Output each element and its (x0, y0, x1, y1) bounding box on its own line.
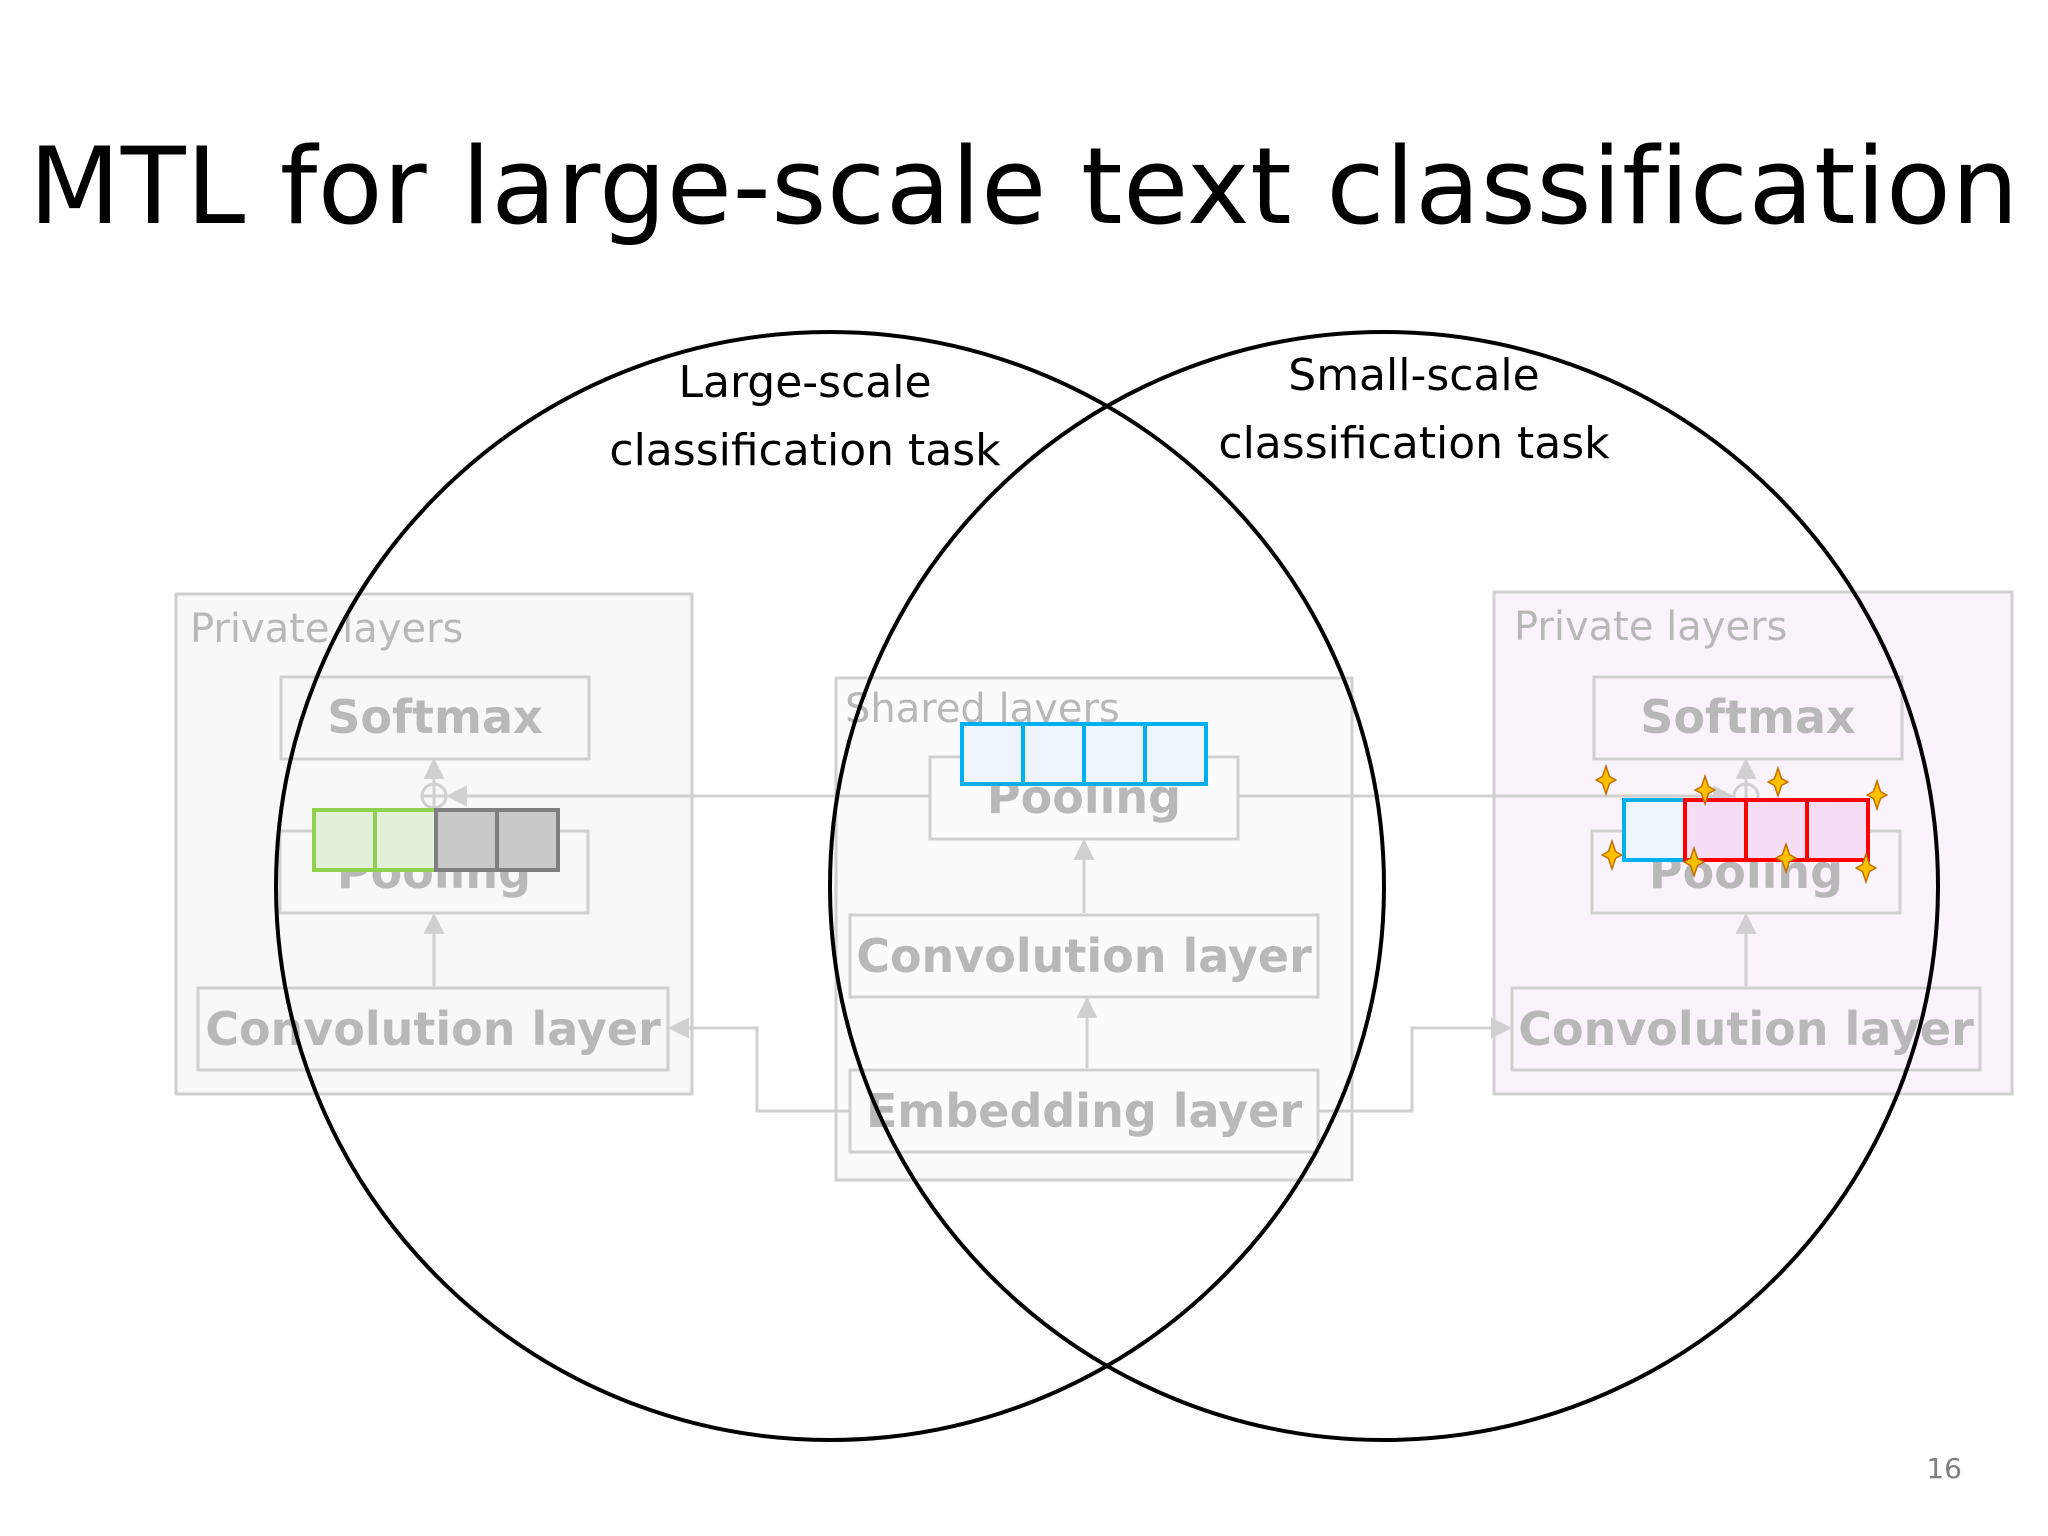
left-feature-vector (312, 808, 560, 872)
large-scale-task-line2: classification task (609, 425, 1001, 476)
vector-cell (495, 808, 560, 872)
sparkle-icon (1693, 773, 1717, 807)
vector-cell (960, 722, 1025, 786)
sparkle-icon (1594, 763, 1618, 797)
right-softmax-label: Softmax (1640, 690, 1855, 744)
sparkle-group (1594, 763, 1889, 885)
vector-cell (1021, 722, 1086, 786)
right-group-label: Private layers (1514, 604, 1787, 650)
left-convolution-label: Convolution layer (205, 1002, 661, 1056)
vector-cell (1744, 798, 1809, 862)
sparkle-icon (1865, 778, 1889, 812)
embedding-to-left-conv-connector (667, 1017, 850, 1113)
vector-cell (1622, 798, 1687, 862)
shared-embedding-label: Embedding layer (866, 1084, 1302, 1138)
vector-cell (312, 808, 377, 872)
vector-cell (1143, 722, 1208, 786)
large-scale-task-line1: Large-scale (678, 357, 932, 408)
page-number: 16 (1926, 1452, 1962, 1485)
vector-cell (1805, 798, 1870, 862)
large-scale-task-label: Large-scale classification task (585, 349, 1025, 485)
small-scale-task-line1: Small-scale (1288, 350, 1540, 401)
right-feature-vector (1622, 798, 1870, 862)
embedding-to-right-conv-connector (1318, 1017, 1513, 1113)
slide-title: MTL for large-scale text classification (28, 125, 2020, 248)
sparkle-icon (1682, 845, 1706, 879)
sparkle-icon (1854, 851, 1878, 885)
small-scale-task-label: Small-scale classification task (1194, 342, 1634, 478)
shared-feature-vector (960, 722, 1208, 786)
right-convolution-label: Convolution layer (1518, 1002, 1974, 1056)
left-group-label: Private layers (190, 606, 463, 652)
vector-cell (1082, 722, 1147, 786)
left-softmax-label: Softmax (327, 690, 542, 744)
sparkle-icon (1774, 841, 1798, 875)
vector-cell (373, 808, 438, 872)
shared-convolution-label: Convolution layer (856, 929, 1312, 983)
small-scale-task-line2: classification task (1218, 418, 1610, 469)
sparkle-icon (1600, 838, 1624, 872)
sparkle-icon (1766, 765, 1790, 799)
vector-cell (434, 808, 499, 872)
small-scale-task-circle (828, 330, 1940, 1442)
large-scale-task-circle (274, 330, 1386, 1442)
right-convolution-box (1510, 986, 1982, 1072)
